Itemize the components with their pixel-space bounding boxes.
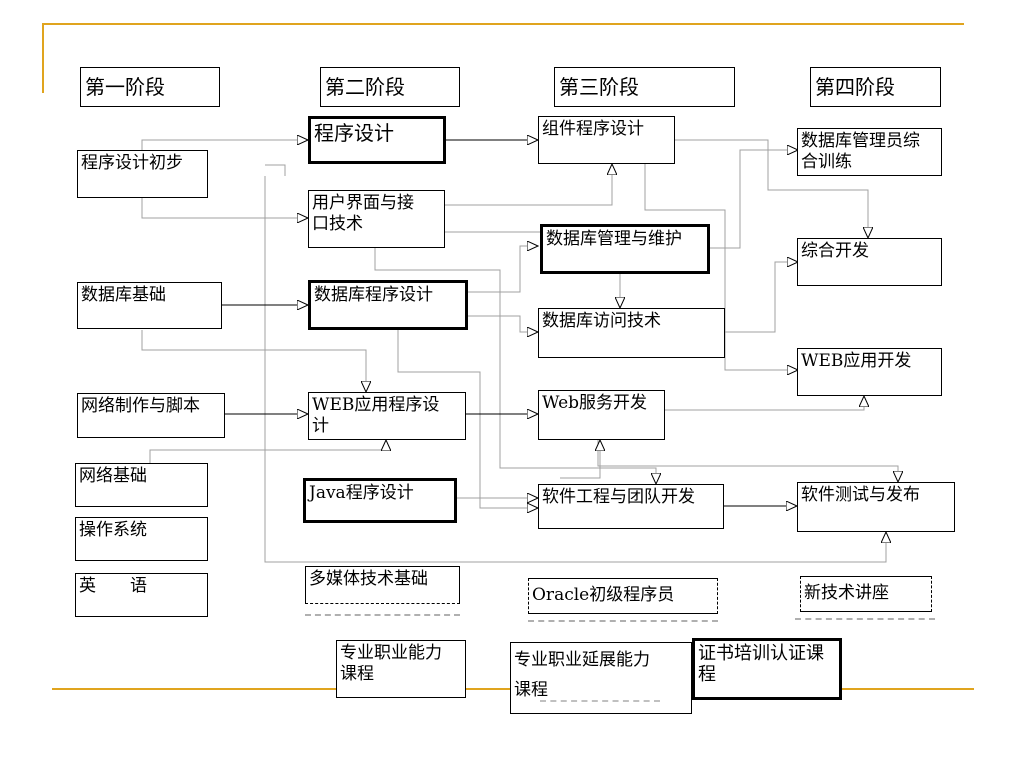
course-ui-interface-line1: 用户界面与接 xyxy=(312,193,414,213)
connector-dbprog-to-dbaccess xyxy=(468,315,538,332)
course-multimedia: 多媒体技术基础 xyxy=(305,566,460,604)
newtech-dash xyxy=(795,618,935,620)
course-testing-release: 软件测试与发布 xyxy=(797,482,955,532)
legend-certificate-courses: 证书培训认证课 程 xyxy=(692,638,842,700)
course-web-app-line2: 计 xyxy=(312,416,329,436)
legend-core-line1: 专业职业能力 xyxy=(340,643,442,663)
legend-ext-line1: 专业职业延展能力 xyxy=(514,650,650,670)
course-oracle: Oracle初级程序员 xyxy=(528,578,718,614)
course-ui-interface-line2: 口技术 xyxy=(312,214,363,234)
stage-header-1: 第一阶段 xyxy=(80,67,220,107)
course-db-programming: 数据库程序设计 xyxy=(308,280,468,330)
top-accent-rule xyxy=(42,23,964,25)
multimedia-dash xyxy=(305,614,460,616)
connector-dbadmin-to-dba xyxy=(710,150,798,249)
course-dba-training-line1: 数据库管理员综 xyxy=(801,131,920,151)
connector-softeng-to-webservice xyxy=(560,440,600,479)
course-web-scripting: 网络制作与脚本 xyxy=(77,393,225,438)
connector-basics-to-programming xyxy=(141,140,308,150)
connector-dbaccess-to-integrated xyxy=(725,262,798,333)
connector-dbprog-to-softeng xyxy=(397,330,538,508)
course-java: Java程序设计 xyxy=(303,478,457,523)
legend-ext-dash xyxy=(540,700,660,702)
course-os: 操作系统 xyxy=(75,517,208,561)
course-web-service: Web服务开发 xyxy=(538,390,665,440)
left-accent-rule xyxy=(42,23,44,93)
connector-webservice-to-testing xyxy=(597,440,898,482)
connector-component-to-integrated xyxy=(675,139,868,238)
course-ui-interface: 用户界面与接 口技术 xyxy=(308,190,445,248)
course-new-tech: 新技术讲座 xyxy=(800,576,932,612)
course-db-access: 数据库访问技术 xyxy=(538,308,725,358)
stage-header-2: 第二阶段 xyxy=(320,67,460,107)
course-dba-training: 数据库管理员综 合训练 xyxy=(797,128,942,176)
legend-ext-line2: 课程 xyxy=(514,680,548,700)
connector-webservice-to-webdev xyxy=(665,396,864,411)
course-db-admin: 数据库管理与维护 xyxy=(540,224,710,274)
course-integrated-dev: 综合开发 xyxy=(797,238,942,286)
course-english: 英 语 xyxy=(75,573,208,617)
course-software-engineering: 软件工程与团队开发 xyxy=(538,484,724,529)
course-component-programming: 组件程序设计 xyxy=(538,116,675,164)
course-dba-training-line2: 合训练 xyxy=(801,152,852,172)
connector-dbprog-to-dbadmin xyxy=(468,246,538,293)
course-web-app-line1: WEB应用程序设 xyxy=(312,395,440,415)
legend-cert-line2: 程 xyxy=(698,664,716,685)
connector-netbasics-to-web xyxy=(149,440,386,463)
connector-dbbasics-to-web xyxy=(141,330,366,392)
connector-ui-to-component xyxy=(445,164,612,206)
connector-programming-to-integrated xyxy=(265,164,286,176)
course-programming-design: 程序设计 xyxy=(308,116,446,164)
stage-header-3: 第三阶段 xyxy=(554,67,735,107)
oracle-dash xyxy=(528,620,718,622)
course-programming-basics: 程序设计初步 xyxy=(77,150,208,198)
course-web-app-programming: WEB应用程序设 计 xyxy=(308,392,466,440)
legend-cert-line1: 证书培训认证课 xyxy=(698,643,824,664)
legend-core-line2: 课程 xyxy=(340,664,374,684)
stage-header-4: 第四阶段 xyxy=(810,67,941,107)
connector-long-left-bus xyxy=(264,176,886,563)
course-network-basics: 网络基础 xyxy=(75,463,208,507)
connector-ui-to-webservice xyxy=(374,248,656,484)
course-database-basics: 数据库基础 xyxy=(77,282,222,329)
course-web-app-dev: WEB应用开发 xyxy=(797,348,942,396)
legend-extension-courses: 专业职业延展能力 课程 xyxy=(510,642,692,714)
connector-component-to-webdev xyxy=(644,164,798,370)
legend-core-courses: 专业职业能力 课程 xyxy=(336,640,466,698)
